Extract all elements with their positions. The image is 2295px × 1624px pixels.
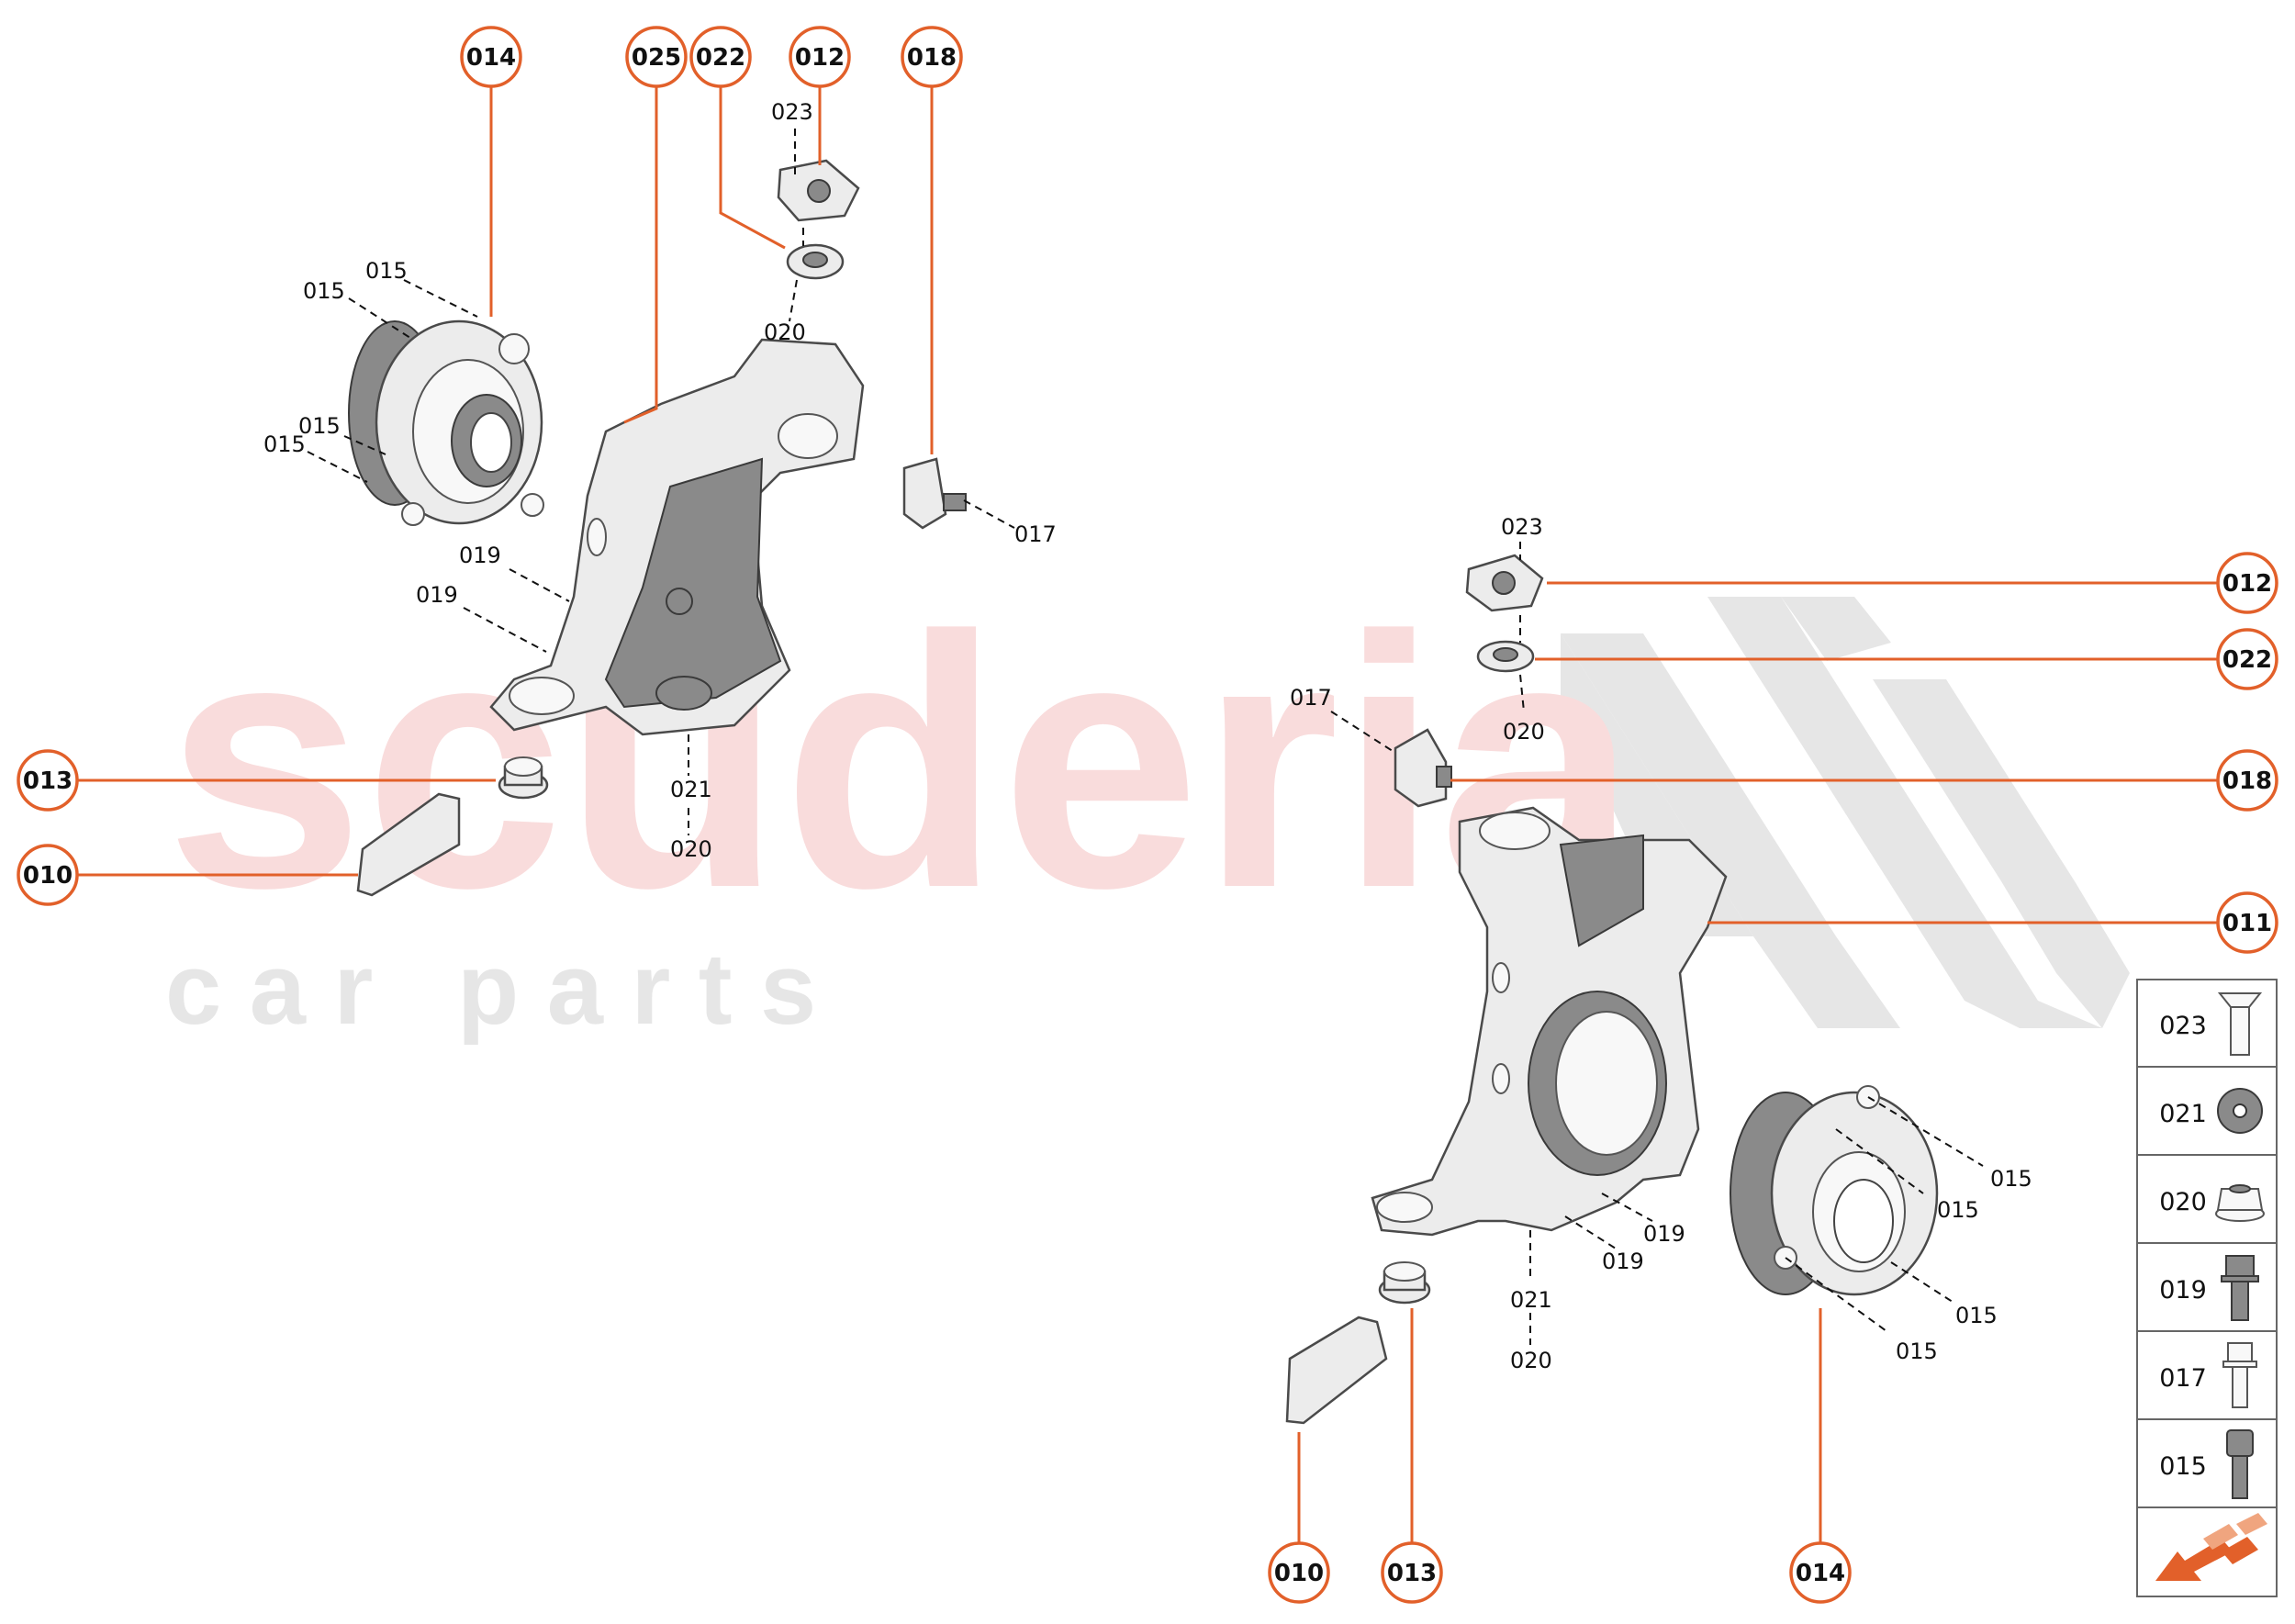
label-020-right-top[interactable]: 020 xyxy=(1503,719,1545,745)
fastener-legend: 023 021 020 019 xyxy=(2136,979,2278,1597)
label-015-left-c[interactable]: 015 xyxy=(298,413,341,439)
svg-text:012: 012 xyxy=(795,44,845,72)
label-017-left[interactable]: 017 xyxy=(1014,521,1057,547)
callout-013-right[interactable]: 013 xyxy=(1381,1541,1443,1604)
svg-text:021: 021 xyxy=(2159,1100,2207,1128)
svg-text:013: 013 xyxy=(23,767,73,795)
svg-text:015: 015 xyxy=(2159,1452,2207,1481)
svg-text:022: 022 xyxy=(696,44,745,72)
washer-right[interactable] xyxy=(1476,640,1535,673)
callout-018-left[interactable]: 018 xyxy=(901,26,963,88)
hex-bolt-icon xyxy=(2222,1342,2257,1408)
svg-text:018: 018 xyxy=(2222,767,2272,795)
label-019-right-b[interactable]: 019 xyxy=(1602,1249,1644,1274)
callout-014-right[interactable]: 014 xyxy=(1789,1541,1852,1604)
bushing-right[interactable] xyxy=(1378,1261,1431,1305)
checkered-flag-icon xyxy=(1561,597,2130,1028)
callout-014-left[interactable]: 014 xyxy=(460,26,522,88)
svg-text:013: 013 xyxy=(1387,1560,1437,1587)
hex-bolt-icon xyxy=(2221,1255,2259,1321)
label-019-left-a[interactable]: 019 xyxy=(459,543,501,568)
socket-cap-screw-icon xyxy=(2226,1429,2254,1499)
direction-arrow-icon xyxy=(2155,1513,2267,1581)
heat-shield-left[interactable] xyxy=(356,792,461,897)
callout-012-left[interactable]: 012 xyxy=(789,26,851,88)
countersunk-screw-icon xyxy=(2217,992,2263,1056)
legend-row-019[interactable]: 019 xyxy=(2159,1255,2259,1321)
label-015-right-a[interactable]: 015 xyxy=(1990,1166,2032,1192)
label-020-left-top[interactable]: 020 xyxy=(764,319,806,345)
label-020-left-bot[interactable]: 020 xyxy=(670,836,712,862)
dashed-leaders xyxy=(307,129,1984,1345)
label-019-left-b[interactable]: 019 xyxy=(416,582,458,608)
mounting-plate-right[interactable] xyxy=(1465,554,1544,612)
svg-text:017: 017 xyxy=(2159,1364,2207,1393)
legend-row-015[interactable]: 015 xyxy=(2159,1429,2254,1499)
label-023-right[interactable]: 023 xyxy=(1501,514,1543,540)
label-017-right[interactable]: 017 xyxy=(1290,685,1332,711)
label-015-left-b[interactable]: 015 xyxy=(303,278,345,304)
callout-013-left[interactable]: 013 xyxy=(17,749,79,812)
callout-022-right[interactable]: 022 xyxy=(2216,628,2278,690)
washer-icon xyxy=(2217,1088,2263,1134)
svg-text:023: 023 xyxy=(2159,1012,2207,1040)
label-015-left-d[interactable]: 015 xyxy=(263,431,306,457)
steering-knuckle-right[interactable] xyxy=(1371,806,1728,1237)
svg-text:025: 025 xyxy=(632,44,681,72)
fastener-labels: 023 020 015 015 015 015 017 019 019 021 … xyxy=(263,99,2032,1373)
wheel-speed-sensor-left[interactable] xyxy=(902,457,967,530)
svg-text:019: 019 xyxy=(2159,1276,2207,1305)
svg-text:012: 012 xyxy=(2222,570,2272,598)
callout-018-right[interactable]: 018 xyxy=(2216,749,2278,812)
callout-010-left[interactable]: 010 xyxy=(17,844,79,906)
steering-knuckle-left[interactable] xyxy=(489,338,865,736)
callout-011-right[interactable]: 011 xyxy=(2216,891,2278,954)
legend-row-023[interactable]: 023 xyxy=(2159,992,2263,1056)
label-015-left-a[interactable]: 015 xyxy=(365,258,408,284)
callout-022-left[interactable]: 022 xyxy=(689,26,752,88)
wheel-hub-right[interactable] xyxy=(1730,1085,1939,1296)
wheel-hub-left[interactable] xyxy=(348,319,544,526)
label-023-left[interactable]: 023 xyxy=(771,99,813,125)
watermark-tagline: c a r p a r t s xyxy=(165,933,816,1046)
svg-text:022: 022 xyxy=(2222,646,2272,674)
callout-lines xyxy=(69,78,2226,1551)
callout-012-right[interactable]: 012 xyxy=(2216,552,2278,614)
svg-text:018: 018 xyxy=(907,44,957,72)
label-019-right-a[interactable]: 019 xyxy=(1643,1221,1685,1247)
svg-text:020: 020 xyxy=(2159,1188,2207,1216)
legend-row-017[interactable]: 017 xyxy=(2159,1342,2257,1408)
label-015-right-b[interactable]: 015 xyxy=(1937,1197,1979,1223)
svg-text:014: 014 xyxy=(466,44,516,72)
svg-text:011: 011 xyxy=(2222,910,2272,937)
bushing-left[interactable] xyxy=(498,756,549,800)
callout-010-right[interactable]: 010 xyxy=(1268,1541,1330,1604)
heat-shield-right[interactable] xyxy=(1285,1316,1388,1425)
mounting-plate-left[interactable] xyxy=(777,159,860,222)
label-021-left[interactable]: 021 xyxy=(670,777,712,802)
label-020-right-bot[interactable]: 020 xyxy=(1510,1348,1552,1373)
svg-text:014: 014 xyxy=(1796,1560,1845,1587)
washer-left[interactable] xyxy=(786,243,845,280)
wheel-speed-sensor-right[interactable] xyxy=(1394,728,1452,808)
label-015-right-c[interactable]: 015 xyxy=(1955,1303,1998,1328)
label-021-right[interactable]: 021 xyxy=(1510,1287,1552,1313)
svg-text:010: 010 xyxy=(1274,1560,1324,1587)
label-015-right-d[interactable]: 015 xyxy=(1896,1338,1938,1364)
callout-025-left[interactable]: 025 xyxy=(625,26,688,88)
legend-row-021[interactable]: 021 xyxy=(2159,1088,2263,1134)
legend-row-020[interactable]: 020 xyxy=(2159,1184,2265,1222)
flange-nut-icon xyxy=(2215,1184,2265,1222)
svg-text:010: 010 xyxy=(23,862,73,890)
